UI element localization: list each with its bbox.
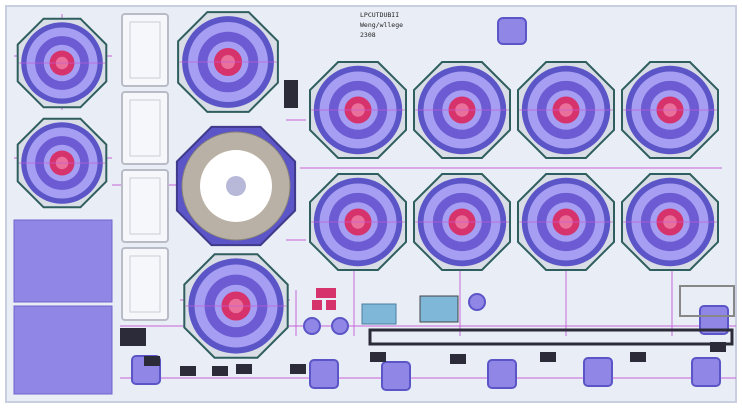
spiral-center — [226, 176, 246, 196]
bond-pad-icon — [583, 357, 613, 387]
transistor-icon — [312, 300, 322, 310]
transistor-icon — [326, 300, 336, 310]
bond-pad-icon — [381, 361, 411, 391]
metal-pad-2 — [13, 305, 113, 395]
bond-pad-icon — [303, 317, 321, 335]
inductor-tile-4 — [121, 247, 169, 321]
output-stage — [679, 285, 735, 317]
inductor-spiral-icon — [129, 177, 161, 235]
block-layer — [13, 13, 527, 395]
transistor-icon — [212, 366, 228, 376]
title-line-1: LPCUTDUBII — [360, 11, 399, 19]
bond-pad-icon — [487, 359, 517, 389]
cap-bank-2 — [419, 295, 459, 323]
inductor-spiral-icon — [129, 21, 161, 79]
transistor-icon — [144, 356, 160, 366]
transistor-icon — [326, 288, 336, 298]
inductor-tile-2 — [121, 91, 169, 165]
inductor-spiral-icon — [129, 99, 161, 157]
metal-pad-1 — [13, 219, 113, 303]
transistor-icon — [120, 328, 146, 346]
transistor-icon — [290, 364, 306, 374]
transistor-icon — [630, 352, 646, 362]
cap-bank-1 — [361, 303, 397, 325]
transistor-icon — [370, 352, 386, 362]
bias-network — [368, 328, 734, 346]
inductor-spiral-icon — [129, 255, 161, 313]
inductor-tile-1 — [121, 13, 169, 87]
bond-pad-icon — [331, 317, 349, 335]
inductor-tile-3 — [121, 169, 169, 243]
coil-layer — [16, 11, 719, 359]
bottom-circuit-layer — [120, 80, 735, 391]
title-block: LPCUTDUBII Weng/wllege 2308 — [360, 11, 403, 39]
transistor-icon — [180, 366, 196, 376]
transistor-icon — [316, 288, 326, 298]
transistor-icon — [284, 80, 298, 108]
transistor-icon — [540, 352, 556, 362]
bond-pad-icon — [468, 293, 486, 311]
cap-frame — [419, 295, 459, 323]
title-line-3: 2308 — [360, 31, 376, 39]
bond-pad-icon — [699, 305, 729, 335]
transistor-icon — [450, 354, 466, 364]
title-line-2: Weng/wllege — [360, 21, 403, 29]
transistor-icon — [236, 364, 252, 374]
bond-pad-icon — [691, 357, 721, 387]
transistor-icon — [710, 342, 726, 352]
bond-pad-icon — [309, 359, 339, 389]
bond-pad-icon — [497, 17, 527, 45]
